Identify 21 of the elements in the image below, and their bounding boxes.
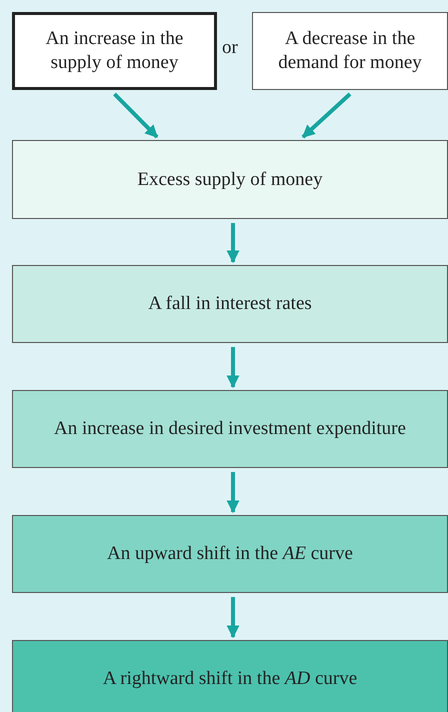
box-text: A decrease in the demand for money	[277, 27, 423, 75]
box-text: An upward shift in the AE curve	[106, 542, 354, 566]
arrow	[226, 223, 240, 264]
flow-box	[12, 515, 448, 593]
arrow	[302, 92, 352, 138]
flow-box	[12, 140, 448, 219]
flow-box	[12, 640, 448, 712]
box-text: Excess supply of money	[136, 168, 324, 192]
arrow	[226, 347, 240, 388]
arrow	[226, 472, 240, 514]
arrow	[113, 92, 158, 138]
flow-box	[12, 12, 217, 90]
arrow	[226, 597, 240, 638]
flow-box	[12, 390, 448, 468]
box-text: A rightward shift in the AD curve	[102, 667, 358, 691]
flow-box	[12, 265, 448, 343]
box-text: An increase in the supply of money	[44, 27, 184, 75]
box-text: A fall in interest rates	[147, 292, 313, 316]
flow-box	[252, 12, 448, 90]
box-text: An increase in desired investment expenditure	[53, 417, 407, 441]
connector-word: or	[222, 37, 238, 59]
